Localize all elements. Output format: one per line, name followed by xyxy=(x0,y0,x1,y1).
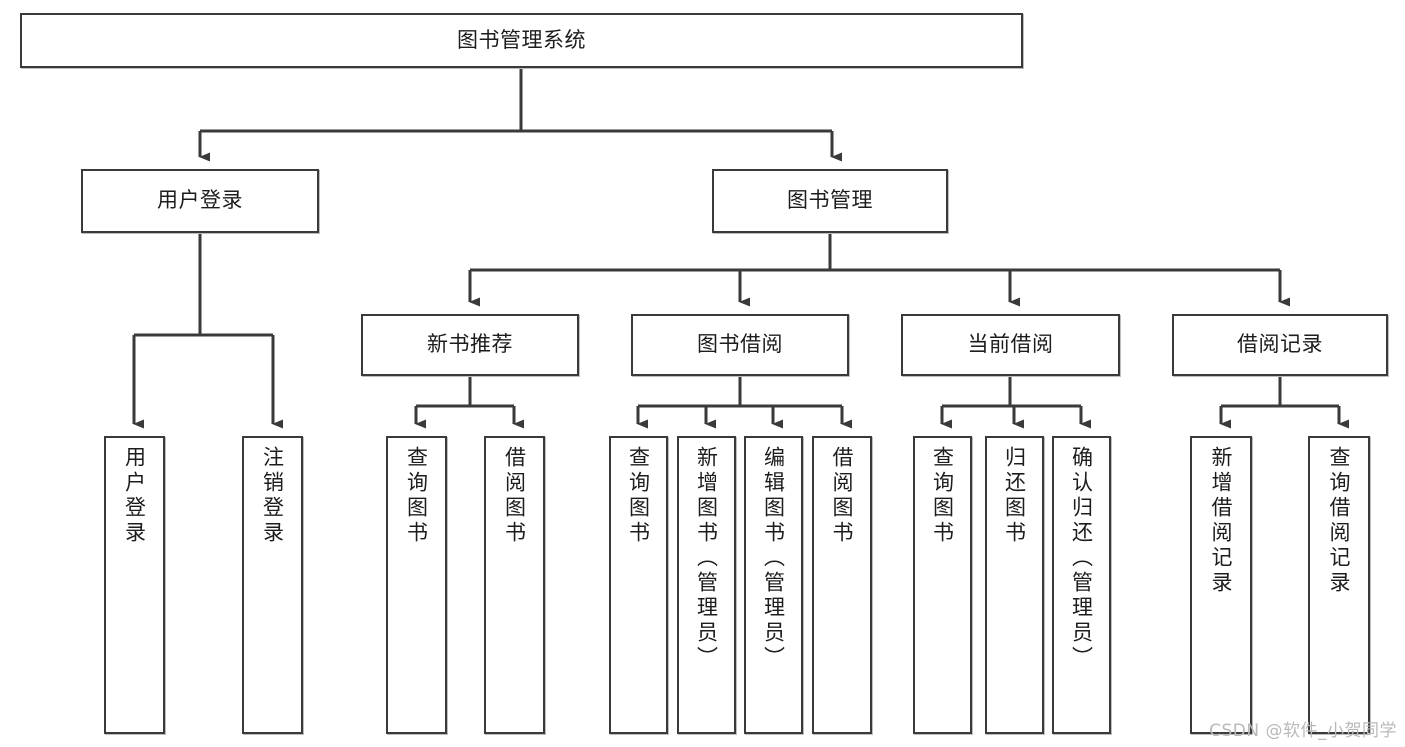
node-leaf-confirm-return-label: 确认归还（管理员） xyxy=(1069,446,1094,671)
node-book-manage-label: 图书管理 xyxy=(787,188,873,213)
node-current-borrow-label: 当前借阅 xyxy=(967,332,1054,357)
node-leaf-return-book-label: 归还图书 xyxy=(1002,446,1027,546)
node-leaf-query-book-cur-label: 查询图书 xyxy=(930,446,955,546)
node-borrow-record[interactable]: 借阅记录 xyxy=(1172,314,1388,376)
node-current-borrow[interactable]: 当前借阅 xyxy=(901,314,1120,376)
node-user-login[interactable]: 用户登录 xyxy=(81,169,319,233)
node-leaf-borrow-book[interactable]: 借阅图书 xyxy=(812,436,872,734)
node-leaf-query-book-rec-label: 查询图书 xyxy=(404,446,429,546)
node-leaf-logout-label: 注销登录 xyxy=(260,446,285,546)
node-leaf-return-book[interactable]: 归还图书 xyxy=(985,436,1044,734)
node-leaf-confirm-return[interactable]: 确认归还（管理员） xyxy=(1052,436,1111,734)
node-leaf-query-borrow-record[interactable]: 查询借阅记录 xyxy=(1308,436,1370,734)
node-leaf-user-login-label: 用户登录 xyxy=(122,446,147,546)
node-leaf-add-borrow-record[interactable]: 新增借阅记录 xyxy=(1190,436,1252,734)
node-borrow-record-label: 借阅记录 xyxy=(1237,332,1323,357)
node-book-borrow[interactable]: 图书借阅 xyxy=(631,314,849,376)
node-book-borrow-label: 图书借阅 xyxy=(697,332,783,357)
node-leaf-query-book-borrow[interactable]: 查询图书 xyxy=(609,436,668,734)
node-leaf-borrow-book-rec[interactable]: 借阅图书 xyxy=(484,436,545,734)
node-leaf-query-book-cur[interactable]: 查询图书 xyxy=(913,436,972,734)
node-leaf-add-borrow-record-label: 新增借阅记录 xyxy=(1209,446,1234,596)
node-leaf-borrow-book-label: 借阅图书 xyxy=(830,446,855,546)
node-user-login-label: 用户登录 xyxy=(157,188,243,213)
node-leaf-add-book[interactable]: 新增图书（管理员） xyxy=(677,436,736,734)
node-new-book-recommend[interactable]: 新书推荐 xyxy=(361,314,579,376)
node-leaf-edit-book-label: 编辑图书（管理员） xyxy=(761,446,786,671)
csdn-watermark: CSDN @软件_小贺同学 xyxy=(1209,721,1397,741)
node-leaf-query-book-borrow-label: 查询图书 xyxy=(626,446,651,546)
node-book-manage[interactable]: 图书管理 xyxy=(712,169,948,233)
node-root[interactable]: 图书管理系统 xyxy=(20,13,1023,68)
node-leaf-edit-book[interactable]: 编辑图书（管理员） xyxy=(744,436,803,734)
node-leaf-query-book-rec[interactable]: 查询图书 xyxy=(386,436,447,734)
node-root-label: 图书管理系统 xyxy=(457,27,586,52)
node-leaf-add-book-label: 新增图书（管理员） xyxy=(694,446,719,671)
node-leaf-user-login[interactable]: 用户登录 xyxy=(104,436,165,734)
node-leaf-borrow-book-rec-label: 借阅图书 xyxy=(502,446,527,546)
node-leaf-query-borrow-record-label: 查询借阅记录 xyxy=(1327,446,1352,596)
node-new-book-recommend-label: 新书推荐 xyxy=(427,332,513,357)
node-leaf-logout[interactable]: 注销登录 xyxy=(242,436,303,734)
